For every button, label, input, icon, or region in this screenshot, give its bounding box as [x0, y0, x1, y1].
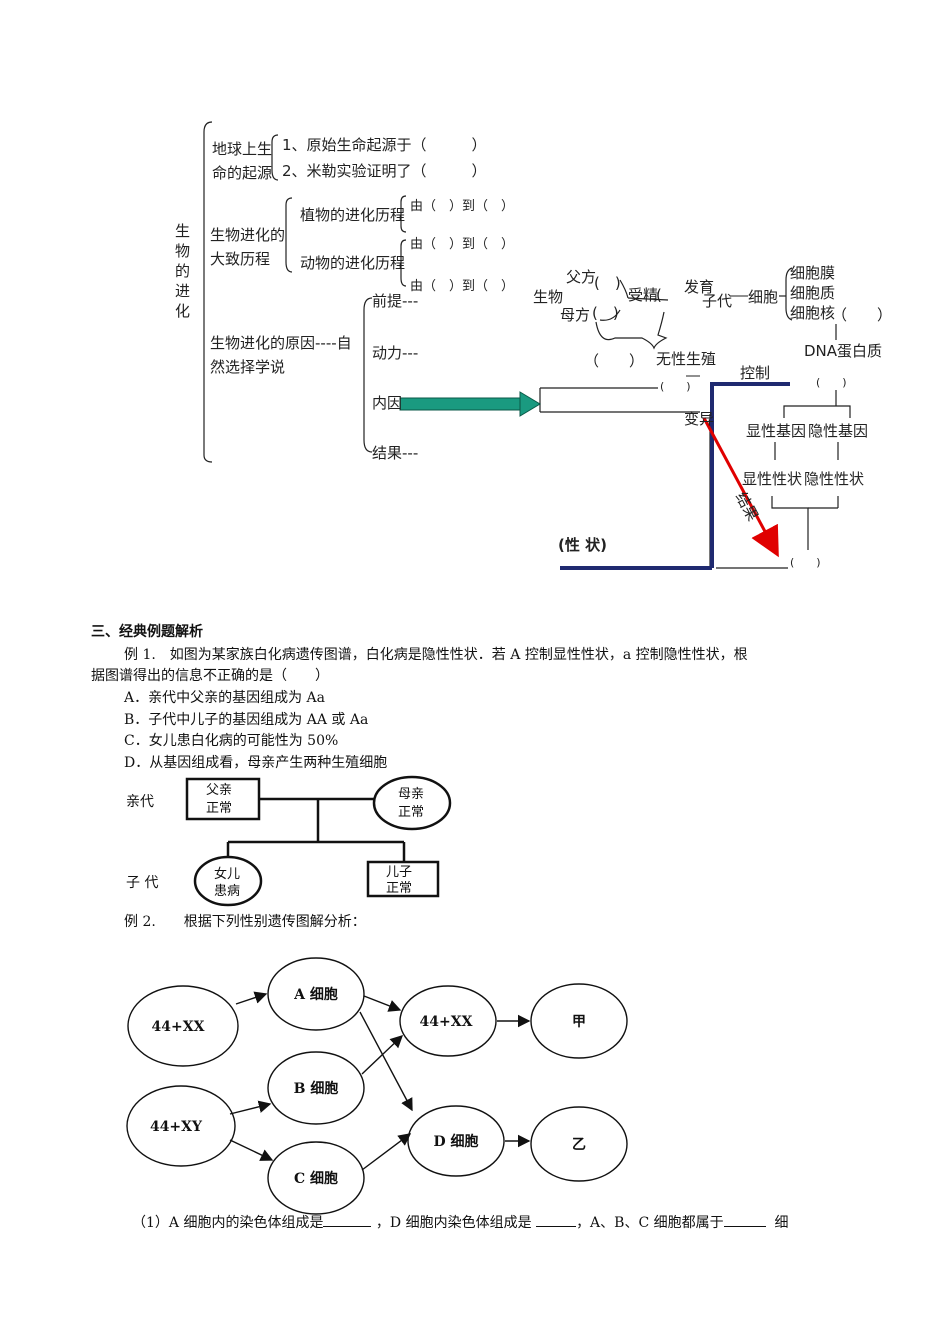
trait-label: (性 状)	[558, 536, 607, 554]
origin-label-2: 命的起源	[212, 164, 272, 182]
q1-blank-3[interactable]	[723, 1212, 766, 1227]
from-to-2: 由（ ）到（ ）	[410, 237, 514, 252]
jia-node	[530, 983, 628, 1059]
cytoplasm: 细胞质	[790, 284, 835, 302]
cell-a-label: A 细胞	[293, 986, 338, 1003]
example1-line1: 例 1. 如图为某家族白化病遗传图谱，白化病是隐性性状．若 A 控制显性性状，a…	[124, 647, 748, 663]
zygote-xx-node	[399, 985, 497, 1057]
cell-a-node	[267, 957, 365, 1031]
premise: 前提---	[372, 292, 418, 310]
parent-xx-node	[127, 985, 239, 1067]
internal-cause: 内因	[372, 394, 402, 412]
mother-text: 母亲	[398, 787, 424, 802]
root-char-4: 进	[175, 282, 190, 300]
from-to-1: 由（ ）到（ ）	[410, 199, 514, 214]
cell-d-label: D 细胞	[433, 1133, 478, 1150]
cell-b-node	[267, 1051, 365, 1125]
father-blank: ( )	[594, 274, 621, 292]
daughter-sick: 患病	[214, 884, 240, 899]
daughter-text: 女儿	[214, 866, 240, 882]
recessive-trait: 隐性性状	[804, 470, 864, 488]
control: 控制	[740, 364, 770, 382]
yi-label: 乙	[572, 1137, 586, 1153]
mother-side: 母方	[560, 306, 590, 324]
development: 发育	[684, 278, 714, 296]
fertilization-paren: (	[656, 286, 662, 304]
variation: 变异	[684, 410, 714, 428]
father-normal: 正常	[206, 801, 232, 816]
animal-history: 动物的进化历程	[300, 254, 405, 272]
jia-label: 甲	[572, 1014, 586, 1030]
q1-part3: ，A、B、C 细胞都属于	[576, 1215, 724, 1231]
organism: 生物	[533, 288, 563, 306]
root-char-3: 的	[175, 262, 190, 280]
mother-normal: 正常	[398, 805, 424, 820]
origin-item-1: 1、原始生命起源于（ ）	[282, 136, 487, 154]
father-side: 父方	[566, 268, 596, 286]
example1-option-d: D．从基因组成看，母亲产生两种生殖细胞	[124, 755, 388, 771]
from-to-3: 由（ ）到（ ）	[410, 279, 514, 294]
offspring: 子代	[702, 292, 732, 310]
child-generation-label: 子 代	[126, 875, 158, 891]
nucleus-blank: （ ）	[832, 306, 892, 324]
q1-blank-1[interactable]	[323, 1212, 372, 1227]
question-1: （1）A 细胞内的染色体组成是 ，D 细胞内染色体组成是 ，A、B、C 细胞都属…	[132, 1212, 789, 1234]
root-char-5: 化	[175, 302, 190, 320]
section-title: 三、经典例题解析	[91, 624, 203, 640]
history-label-1: 生物进化的	[210, 226, 285, 244]
q1-part2: ，D 细胞内染色体组成是	[375, 1215, 532, 1231]
q1-part1: （1）A 细胞内的染色体组成是	[132, 1215, 324, 1231]
asexual: 无性生殖	[656, 350, 716, 368]
origin-item-2: 2、米勒实验证明了（ ）	[282, 162, 487, 180]
driving-force: 动力---	[372, 344, 418, 362]
mother-circle	[372, 775, 452, 831]
son-text: 儿子	[386, 865, 412, 880]
yi-node	[530, 1106, 628, 1182]
parent-xx-label: 44+XX	[152, 1019, 205, 1035]
son-normal: 正常	[386, 881, 412, 896]
q1-part4: 细	[774, 1215, 789, 1231]
parent-generation-label: 亲代	[126, 794, 154, 810]
recessive-gene: 隐性基因	[808, 422, 868, 440]
cell-membrane: 细胞膜	[790, 264, 835, 282]
cell-b-label: B 细胞	[294, 1080, 339, 1097]
dominant-trait: 显性性状	[742, 470, 802, 488]
example1-option-c: C．女儿患白化病的可能性为 50%	[124, 733, 339, 749]
son-box	[366, 860, 440, 898]
result: 结果---	[372, 444, 418, 462]
cause-label-2: 然选择学说	[210, 358, 285, 376]
nucleus: 细胞核	[790, 304, 835, 322]
evolution-concept-map: 生 物 的 进 化 地球上生 命的起源 1、原始生命起源于（ ） 2、米勒实验证…	[175, 121, 892, 570]
zygote-xx-label: 44+XX	[420, 1014, 473, 1030]
mother-blank: ( )	[592, 304, 619, 322]
history-label-2: 大致历程	[210, 250, 270, 268]
example1-option-a: A．亲代中父亲的基因组成为 Aa	[124, 690, 326, 706]
trait-blank: ( )	[790, 556, 821, 569]
asexual-small-blank: ( )	[660, 380, 691, 393]
plant-history: 植物的进化历程	[300, 206, 405, 224]
dominant-gene: 显性基因	[746, 422, 806, 440]
cell-c-label: C 细胞	[294, 1170, 338, 1187]
dna-blank: ( )	[816, 376, 847, 389]
example1-line2: 据图谱得出的信息不正确的是（ ）	[91, 668, 329, 684]
parent-xy-label: 44+XY	[150, 1119, 203, 1135]
asexual-blank: （ ）	[584, 352, 644, 370]
cause-label-1: 生物进化的原因----自	[210, 334, 352, 352]
fertilization: 受精	[628, 286, 658, 304]
parent-xy-node	[126, 1085, 236, 1167]
father-text: 父亲	[206, 783, 232, 798]
daughter-circle	[193, 855, 263, 907]
cell: 细胞	[748, 288, 778, 306]
q1-blank-2[interactable]	[536, 1212, 577, 1227]
cell-c-node	[267, 1141, 365, 1215]
root-char-2: 物	[175, 242, 190, 260]
root-char-1: 生	[175, 222, 190, 240]
example1-option-b: B．子代中儿子的基因组成为 AA 或 Aa	[124, 712, 369, 728]
origin-label-1: 地球上生	[212, 140, 272, 158]
example2-title: 例 2. 根据下列性别遗传图解分析：	[124, 914, 366, 930]
dna-protein: DNA蛋白质	[804, 342, 882, 360]
